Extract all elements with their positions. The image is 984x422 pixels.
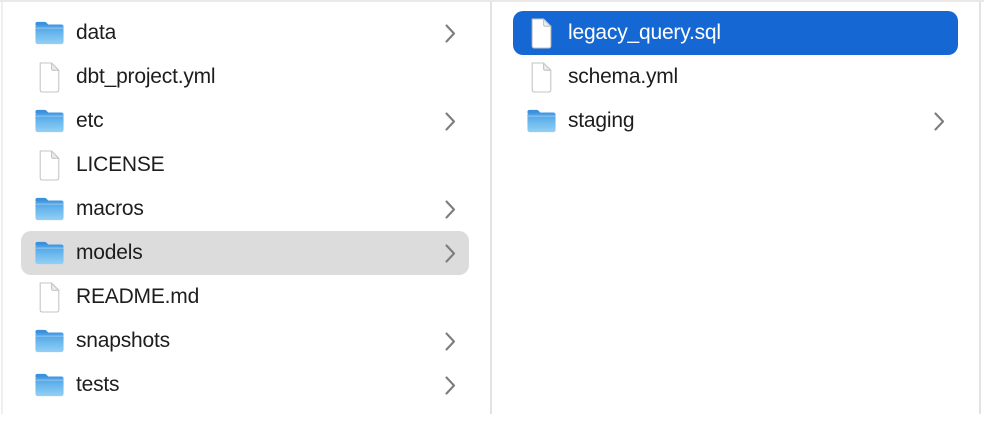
finder-column-parent: data <box>0 2 490 422</box>
column-divider[interactable] <box>979 2 981 414</box>
folder-icon <box>35 373 64 397</box>
finder-column-children: legacy_query.sql <box>492 2 979 422</box>
column-divider[interactable] <box>490 2 492 414</box>
list-item-dbt_project.yml[interactable]: dbt_project.yml <box>0 55 490 99</box>
chevron-right-icon <box>445 111 456 131</box>
list-item-models[interactable]: models <box>0 231 490 275</box>
chevron-right-icon <box>445 23 456 43</box>
folder-icon <box>527 109 556 133</box>
item-label: schema.yml <box>568 65 679 88</box>
list-item-pill: etc <box>21 99 469 143</box>
list-item-etc[interactable]: etc <box>0 99 490 143</box>
chevron-right-icon <box>445 375 456 395</box>
list-item-schema.yml[interactable]: schema.yml <box>492 55 979 99</box>
list-item-pill: macros <box>21 187 469 231</box>
item-label: LICENSE <box>76 153 165 176</box>
document-icon <box>39 61 60 93</box>
folder-icon <box>35 109 64 133</box>
item-label: dbt_project.yml <box>76 65 216 88</box>
list-item-pill: legacy_query.sql <box>513 11 958 55</box>
item-label: models <box>76 241 143 264</box>
list-item-macros[interactable]: macros <box>0 187 490 231</box>
folder-icon <box>35 197 64 221</box>
list-item-snapshots[interactable]: snapshots <box>0 319 490 363</box>
list-item-pill: snapshots <box>21 319 469 363</box>
item-label: snapshots <box>76 329 170 352</box>
item-label: macros <box>76 197 144 220</box>
item-label: etc <box>76 109 104 132</box>
list-item-pill: LICENSE <box>21 143 469 187</box>
list-item-pill: README.md <box>21 275 469 319</box>
document-icon <box>39 281 60 313</box>
chevron-right-icon <box>934 111 945 131</box>
list-item-README.md[interactable]: README.md <box>0 275 490 319</box>
list-item-pill: tests <box>21 363 469 407</box>
folder-icon <box>35 241 64 265</box>
item-label: legacy_query.sql <box>568 21 721 44</box>
item-label: tests <box>76 373 120 396</box>
list-item-data[interactable]: data <box>0 11 490 55</box>
list-item-staging[interactable]: staging <box>492 99 979 143</box>
item-label: data <box>76 21 117 44</box>
chevron-right-icon <box>445 199 456 219</box>
folder-icon <box>35 21 64 45</box>
list-item-legacy_query.sql[interactable]: legacy_query.sql <box>492 11 979 55</box>
item-label: README.md <box>76 285 200 308</box>
list-item-pill: data <box>21 11 469 55</box>
item-label: staging <box>568 109 635 132</box>
chevron-right-icon <box>445 331 456 351</box>
folder-icon <box>35 329 64 353</box>
list-item-pill: staging <box>513 99 958 143</box>
list-item-pill: models <box>21 231 469 275</box>
document-icon <box>39 149 60 181</box>
document-icon <box>531 17 552 49</box>
list-item-pill: schema.yml <box>513 55 958 99</box>
list-item-tests[interactable]: tests <box>0 363 490 407</box>
chevron-right-icon <box>445 243 456 263</box>
document-icon <box>531 61 552 93</box>
column-divider-left <box>1 2 3 414</box>
list-item-pill: dbt_project.yml <box>21 55 469 99</box>
list-item-LICENSE[interactable]: LICENSE <box>0 143 490 187</box>
